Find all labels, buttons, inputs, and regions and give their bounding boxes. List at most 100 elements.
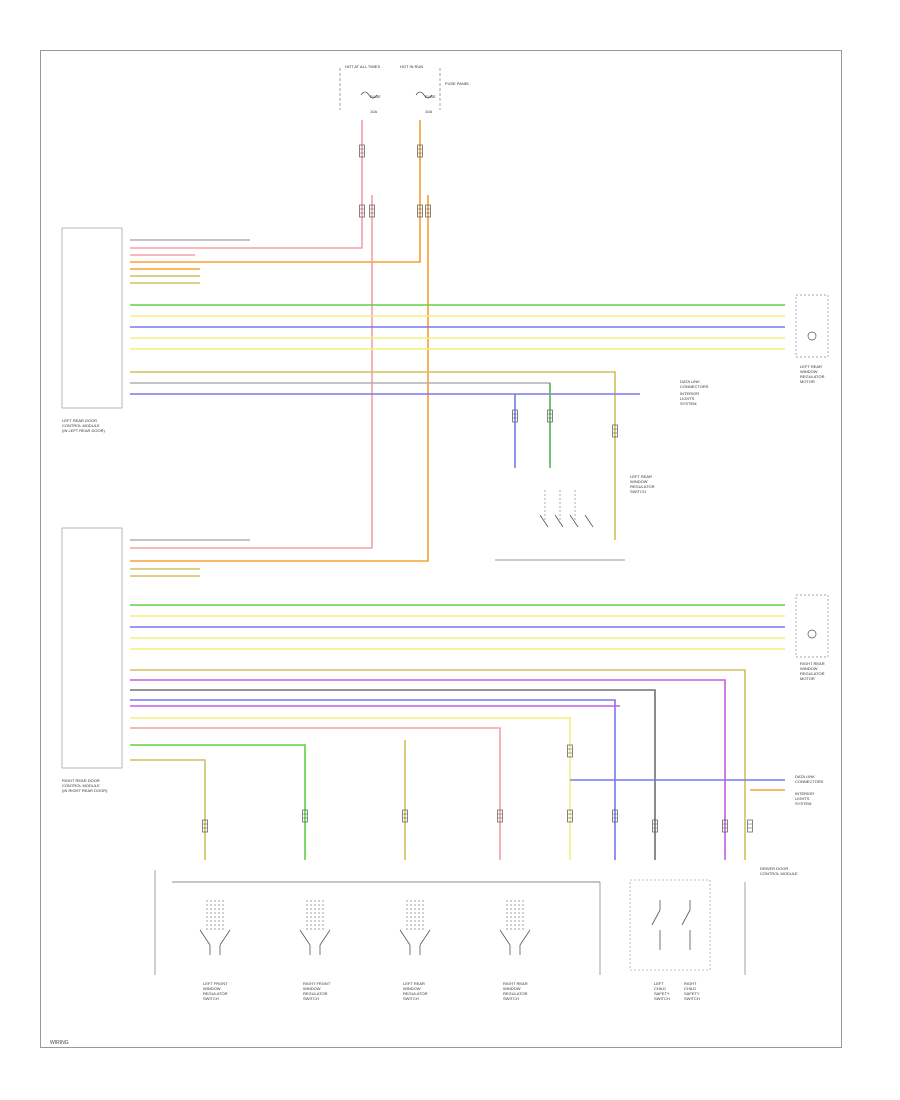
window-switch-label: WINDOW [303,986,321,991]
wire-upper-gray [130,382,551,468]
wire-feed-red-upper [130,120,363,249]
window-switch-label: RIGHT REAR [503,981,528,986]
wire-sw-purple [130,679,726,860]
right-rear-module-box [61,527,123,769]
motor-left-rear-icon [807,331,817,341]
switch-connector [652,819,658,833]
wire-sw-yellow [130,717,571,860]
child-switch-label: CHILD [684,986,696,991]
motor-left-rear-label: REGULATOR [800,374,825,379]
data-link-label-2: CONNECTORS [795,779,824,784]
data-link-label-1: CONNECTORS [680,384,709,389]
footer-label: WIRING [50,1040,69,1046]
motor-connector [612,424,618,438]
motor-connector [512,409,518,423]
switch-connector [612,809,618,823]
child-switch-label: SAFETY [684,991,700,996]
child-switch-label: RIGHT [684,981,697,986]
window-switch-label: RIGHT FRONT [303,981,331,986]
switch-connector [402,809,408,823]
motor-left-rear-label: LEFT REAR [800,364,822,369]
window-switch-body [299,929,331,955]
window-switch-label: WINDOW [503,986,521,991]
interior-lights-label-1: INTERIOR [680,391,699,396]
window-switch-label: REGULATOR [303,991,328,996]
switch-connector [202,819,208,833]
wire-sw-blue [130,699,616,860]
motor-connector [547,409,553,423]
interior-lights-label-1: SYSTEM [680,401,696,406]
window-switch-body [199,929,231,955]
child-switch-label: SAFETY [654,991,670,996]
window-switch-label: REGULATOR [403,991,428,996]
motor-left-rear-box [795,294,829,358]
left-rear-module-label: (IN LEFT REAR DOOR) [62,428,105,433]
child-switch-label: CHILD [654,986,666,991]
rear-switch-dash [544,490,576,520]
feed-connector [359,144,365,158]
child-switch-label: SWITCH [684,996,700,1001]
child-switch-label: LEFT [654,981,664,986]
window-switch-label: SWITCH [503,996,519,1001]
driver-door-module-label: CONTROL MODULE [760,871,798,876]
diagram-frame [40,50,842,1048]
fuse-right-name: FUSE [425,94,436,99]
window-switch-body [499,929,531,955]
motor-right-rear-icon [807,629,817,639]
switch-connector [567,809,573,823]
rear-switch-label: REGULATOR [630,484,655,489]
left-rear-module-box [61,227,123,409]
wire-sw-green [130,744,306,860]
switch-connector [722,819,728,833]
fuse-panel-label: FUSE PANEL [445,81,470,86]
window-switch-label: WINDOW [403,986,421,991]
data-link-label-1: DATA LINK [680,379,700,384]
window-switch-label: SWITCH [403,996,419,1001]
motor-right-rear-label: REGULATOR [800,671,825,676]
driver-door-module-label: DRIVER DOOR [760,866,788,871]
feed-connector [369,204,375,218]
interior-lights-label-2: INTERIOR [795,791,814,796]
fuse-left-icon [360,91,378,99]
window-switch-label: SWITCH [203,996,219,1001]
components-layer [61,68,829,975]
motor-left-rear-label: WINDOW [800,369,818,374]
wire-sw-olive-3 [130,759,206,860]
feed-connector [417,204,423,218]
fuse-left-value: 10A [370,109,377,114]
switch-connector [302,809,308,823]
rear-switch-label: LEFT REAR [630,474,652,479]
wire-sw-red [130,727,501,860]
wire-sw-dark [130,689,656,860]
window-switch-label: REGULATOR [503,991,528,996]
window-switch-label: LEFT REAR [403,981,425,986]
interior-lights-label-1: LIGHTS [680,396,695,401]
fuse-left-header: HOT AT ALL TIMES [345,64,380,69]
wire-sw-olive-1 [130,669,746,860]
window-switch-body [399,929,431,955]
fuse-left-name: FUSE [370,94,381,99]
fuse-right-value: 10A [425,109,432,114]
child-switch-body [681,900,691,950]
right-rear-module-label: RIGHT REAR DOOR [62,778,100,783]
wire-feed-orange-upper [130,120,421,263]
motor-right-rear-label: MOTOR [800,676,815,681]
switch-connector [497,809,503,823]
motor-right-rear-label: RIGHT REAR [800,661,825,666]
motor-right-rear-box [795,594,829,658]
wire-feed-red-lower [130,195,373,549]
fuse-right-icon [415,91,433,99]
interior-lights-label-2: SYSTEM [795,801,811,806]
window-switch-label: REGULATOR [203,991,228,996]
motor-right-rear-label: WINDOW [800,666,818,671]
left-rear-module-label: CONTROL MODULE [62,423,100,428]
switch-connector [747,819,753,833]
feed-connector [359,204,365,218]
data-link-label-2: DATA LINK [795,774,815,779]
rear-switch-label: WINDOW [630,479,648,484]
rear-switch-contacts [539,514,594,528]
wire-upper-olive [130,371,616,540]
wire-feed-orange-lower [130,195,429,562]
